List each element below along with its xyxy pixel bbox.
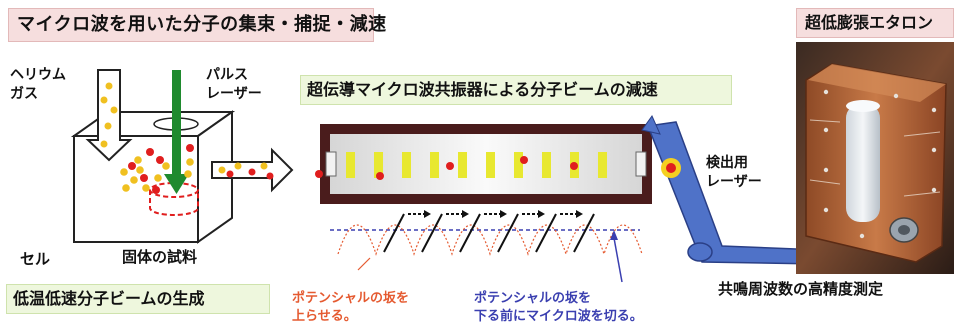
cell-particles [120,144,194,194]
etalon-heading: 超低膨張エタロン [796,8,954,38]
pulse-laser-arrow [164,70,189,194]
fluorescence-spot [661,158,681,178]
pulse-laser-label: パルス レーザー [206,67,262,102]
superconducting-resonator [320,124,652,204]
detection-laser-label: 検出用 レーザー [706,155,762,190]
main-title: マイクロ波を用いた分子の集束・捕捉・減速 [8,8,386,42]
cell-label: セル [20,250,51,268]
measurement-label: 共鳴周波数の高精度測定 [718,280,884,298]
helium-gas-arrow [85,69,133,162]
climb-arrows [383,213,595,253]
generation-heading: 低温低速分子ビームの生成 [6,284,270,314]
cutoff-arrows [408,210,583,218]
solid-sample [149,182,199,216]
cutoff-microwave-label: ポテンシャルの坂を 下る前にマイクロ波を切る。 [474,291,643,324]
raise-potential-pointer [357,257,371,271]
raise-potential-label: ポテンシャルの坂を 上らせる。 [292,291,410,324]
resonator-heading: 超伝導マイクロ波共振器による分子ビームの減速 [300,75,732,105]
solid-sample-label: 固体の試料 [122,248,198,266]
etalon-photo [796,42,954,274]
molecular-beam-arrow [211,147,294,193]
helium-gas-label: ヘリウム ガス [10,67,66,102]
cutoff-pointer [610,230,623,283]
decelerated-molecules [315,156,578,180]
potential-wave [337,224,643,256]
